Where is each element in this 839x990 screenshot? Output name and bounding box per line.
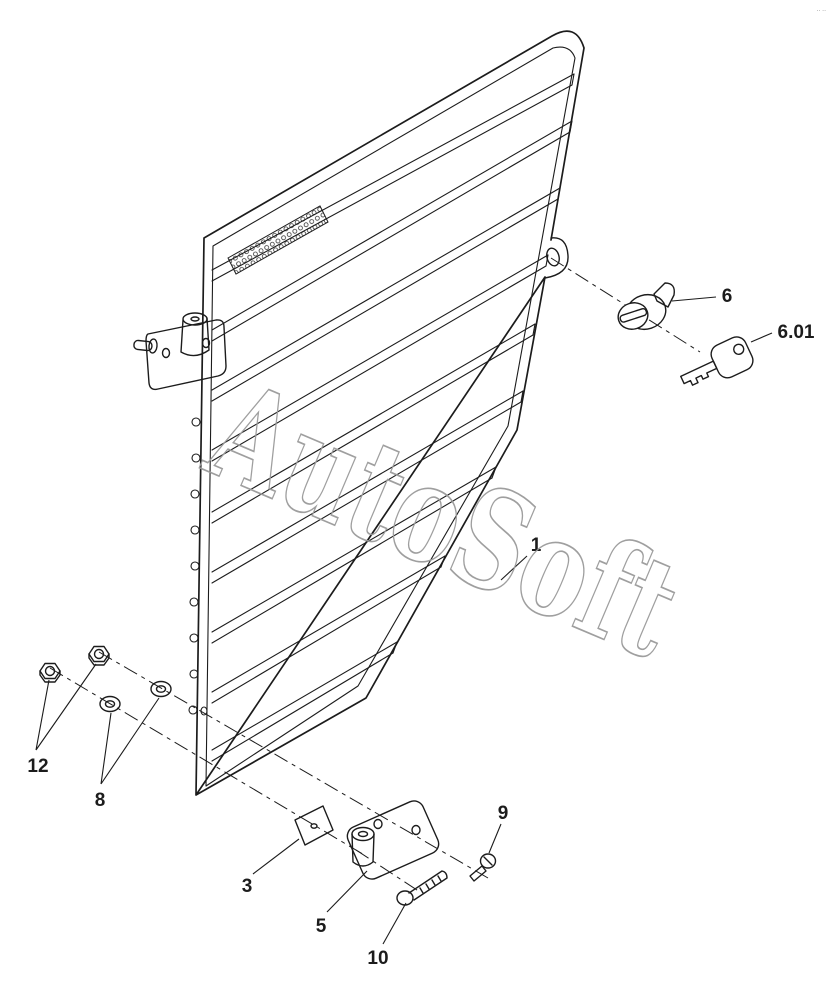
leader-9 — [488, 823, 502, 854]
callout-5[interactable]: 5 — [316, 916, 327, 937]
hinge-barrel-hole — [190, 316, 200, 322]
panel-mount-hole — [200, 706, 208, 716]
screw-shaft — [469, 865, 487, 882]
bracket-barrel-hole — [357, 830, 369, 838]
washer-1 — [99, 695, 121, 713]
leader-6 — [671, 296, 717, 302]
hinge-hole-1 — [161, 347, 171, 359]
screw — [469, 853, 497, 882]
bolt — [396, 870, 448, 906]
plate-hole — [310, 823, 318, 829]
left-edge-bumps — [188, 417, 201, 715]
callout-9[interactable]: 9 — [498, 803, 509, 824]
hinge-pin — [133, 339, 153, 352]
lock-cam-lever — [653, 282, 675, 308]
key-head — [710, 336, 754, 379]
screw-head — [479, 853, 497, 869]
hinge — [133, 312, 227, 391]
callout-8[interactable]: 8 — [95, 790, 106, 811]
hinge-hole-2 — [201, 337, 211, 349]
nut-hex — [88, 645, 110, 663]
centerline-bolt — [355, 849, 421, 893]
washer-outer — [150, 680, 172, 698]
lock-cylinder — [617, 282, 675, 331]
callout-12[interactable]: 12 — [27, 756, 48, 777]
bolt-shaft — [408, 870, 448, 901]
louver-end-caps — [392, 73, 575, 654]
vent-mesh — [227, 205, 329, 275]
callout-6[interactable]: 6 — [722, 286, 733, 307]
tab-outline — [544, 237, 569, 279]
bolt-threads — [419, 875, 442, 894]
bracket-hole-2 — [411, 824, 421, 836]
door-panel — [188, 30, 585, 796]
bolt-head — [396, 890, 414, 906]
washer-outer — [99, 695, 121, 713]
screw-slot — [483, 856, 493, 866]
bracket-hole-1 — [373, 818, 383, 830]
hinge-pin-flange — [148, 338, 158, 354]
leader-10 — [382, 902, 407, 945]
washer-inner — [104, 700, 116, 708]
centerline-nut-to-screw — [98, 651, 489, 879]
key-ring-hole — [733, 343, 745, 355]
nut-hole — [93, 648, 105, 660]
corner-mark: ·· ·· — [816, 8, 826, 15]
nut-side — [88, 653, 110, 666]
plate-outline — [294, 805, 334, 846]
washer-2 — [150, 680, 172, 698]
leader-6-01 — [750, 332, 773, 343]
callout-10[interactable]: 10 — [367, 948, 388, 969]
leader-5 — [326, 870, 368, 913]
bracket-barrel — [351, 833, 375, 867]
leader-1 — [500, 555, 528, 581]
hinge-plate — [145, 319, 227, 391]
centerline-nut-to-bracket — [49, 667, 367, 857]
leader-3 — [252, 838, 300, 875]
hex-nut-2 — [88, 645, 110, 666]
keyhole — [546, 247, 560, 267]
lock-hole-tab — [544, 237, 569, 279]
bracket-barrel-top — [351, 826, 375, 842]
lock-key-slot — [619, 307, 648, 323]
louver-slats — [211, 73, 575, 762]
leader-12 — [35, 663, 97, 751]
nut-side — [39, 670, 61, 683]
hex-nut-1 — [39, 662, 61, 683]
panel-outer-frame — [195, 30, 585, 796]
leader-lines — [35, 296, 773, 945]
latch-bracket — [346, 800, 440, 880]
callout-6-01[interactable]: 6.01 — [778, 322, 815, 343]
nut-hole — [44, 665, 56, 677]
washer-inner — [155, 685, 167, 693]
callout-3[interactable]: 3 — [242, 876, 253, 897]
callout-1[interactable]: 1 — [531, 535, 542, 556]
key-blade — [680, 360, 718, 386]
panel-inner-frame — [205, 46, 576, 787]
nut-hex — [39, 662, 61, 680]
leader-8 — [100, 697, 160, 785]
watermark-text: AutoSoft — [186, 351, 701, 690]
bracket-plate — [346, 800, 440, 880]
key — [680, 336, 754, 386]
square-plate — [294, 805, 334, 846]
